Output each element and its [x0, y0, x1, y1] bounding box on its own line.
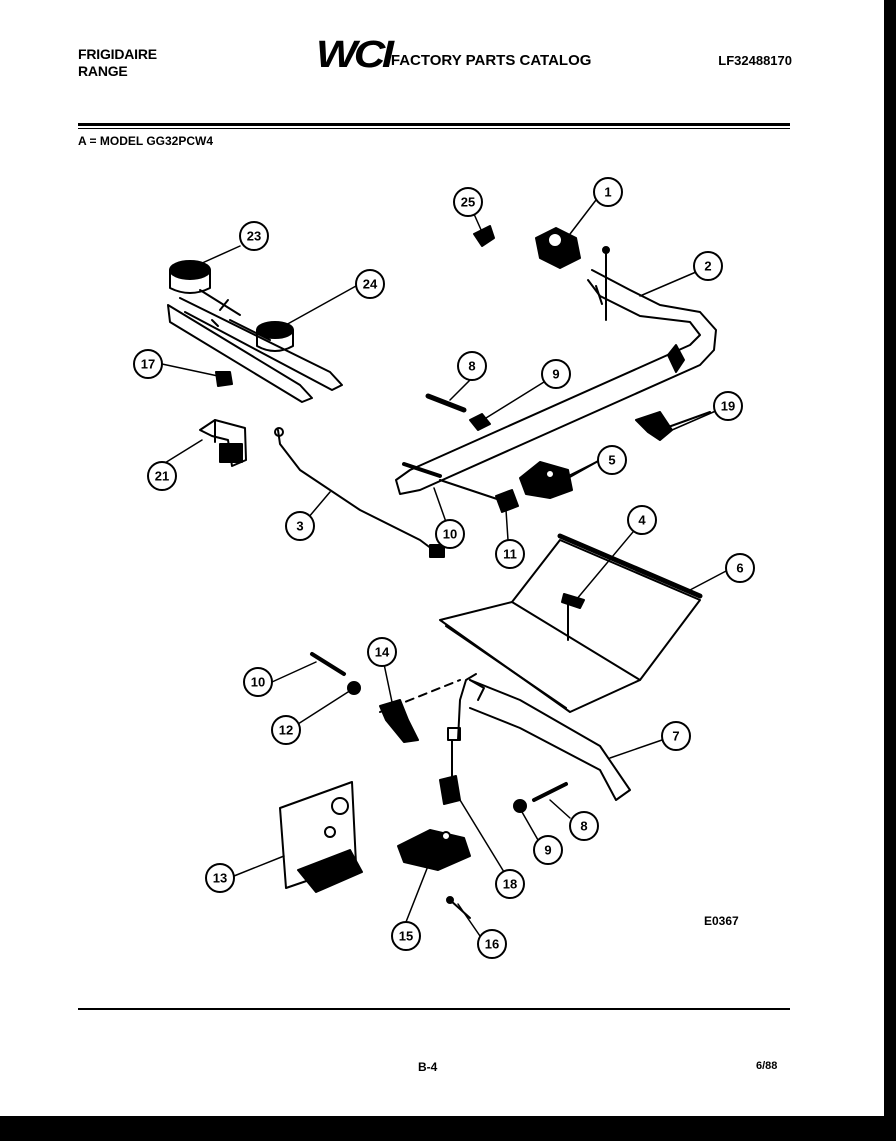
- callout-circles: [133, 177, 755, 959]
- part-25: [473, 225, 495, 247]
- callout-label-7: 7: [672, 729, 679, 744]
- callout-label-21: 21: [155, 469, 169, 484]
- callout-label-8-upper: 8: [468, 359, 475, 374]
- callout-label-17: 17: [141, 357, 155, 372]
- part-18: [439, 727, 461, 805]
- callout-label-9-lower: 9: [544, 843, 551, 858]
- header-rule: [78, 123, 790, 126]
- page-date: 6/88: [756, 1060, 778, 1072]
- callout-13: [205, 863, 235, 893]
- callout-6: [725, 553, 755, 583]
- callout-label-25: 25: [461, 195, 475, 210]
- wci-logo: WCI: [316, 34, 394, 76]
- model-line: A = MODEL GG32PCW4: [78, 134, 214, 148]
- callout-14: [367, 637, 397, 667]
- callout-8-upper: [457, 351, 487, 381]
- part-17: [215, 371, 233, 387]
- callout-label-18: 18: [503, 877, 517, 892]
- part-12: [347, 681, 361, 695]
- callout-21: [147, 461, 177, 491]
- callout-numbers: 1 2 3 4 5 6 7 8 8 9 9 10 10 11 12 13 14 …: [141, 185, 744, 952]
- callout-label-3: 3: [296, 519, 303, 534]
- callout-2: [693, 251, 723, 281]
- callout-9-upper: [541, 359, 571, 389]
- brand-name: FRIGIDAIRE: [78, 46, 157, 62]
- header-rule-thin: [78, 128, 790, 129]
- part-9-upper: [469, 413, 491, 431]
- callout-9-lower: [533, 835, 563, 865]
- callout-label-10-lower: 10: [251, 675, 265, 690]
- callout-4: [627, 505, 657, 535]
- callout-label-6: 6: [736, 561, 743, 576]
- callout-label-16: 16: [485, 937, 499, 952]
- diagram-code: E0367: [704, 914, 739, 928]
- part-6-panel: [439, 533, 703, 713]
- callout-19: [713, 391, 743, 421]
- callout-label-14: 14: [375, 645, 390, 660]
- parts-catalog-page: FRIGIDAIRE RANGE WCI FACTORY PARTS CATAL…: [0, 0, 884, 1116]
- part-21-bracket: [199, 419, 247, 467]
- callout-5: [597, 445, 627, 475]
- callout-10-lower: [243, 667, 273, 697]
- callout-label-23: 23: [247, 229, 261, 244]
- part-1-valve: [535, 227, 581, 269]
- leader-lines: [159, 199, 729, 937]
- callout-17: [133, 349, 163, 379]
- page-number: B-4: [418, 1060, 438, 1074]
- part-2-manifold-pipe: [395, 246, 717, 495]
- callout-label-12: 12: [279, 723, 293, 738]
- part-13-plate: [279, 781, 363, 893]
- top-burner-assembly: [167, 260, 343, 403]
- product-type: RANGE: [78, 63, 128, 79]
- callout-label-2: 2: [704, 259, 711, 274]
- callout-15: [391, 921, 421, 951]
- part-15-valve: [397, 829, 471, 871]
- exploded-parts-diagram: 1 2 3 4 5 6 7 8 8 9 9 10 10 11 12 13 14 …: [133, 177, 755, 959]
- catalog-code: LF32488170: [718, 53, 792, 68]
- callout-label-13: 13: [213, 871, 227, 886]
- callout-label-24: 24: [363, 277, 378, 292]
- callout-25: [453, 187, 483, 217]
- brand-block: FRIGIDAIRE RANGE: [78, 46, 157, 80]
- callout-label-10-upper: 10: [443, 527, 457, 542]
- callout-label-1: 1: [604, 185, 611, 200]
- callout-1: [593, 177, 623, 207]
- part-11-fitting: [439, 479, 519, 513]
- part-5-valve: [519, 459, 601, 499]
- callout-12: [271, 715, 301, 745]
- callout-label-11: 11: [503, 547, 517, 562]
- callout-label-19: 19: [721, 399, 735, 414]
- part-16: [446, 896, 471, 919]
- callout-label-5: 5: [608, 453, 615, 468]
- callout-label-9-upper: 9: [552, 367, 559, 382]
- part-10-upper: [402, 462, 442, 478]
- callout-11: [495, 539, 525, 569]
- part-14: [379, 679, 461, 743]
- callout-label-15: 15: [399, 929, 413, 944]
- callout-16: [477, 929, 507, 959]
- callout-3: [285, 511, 315, 541]
- callout-18: [495, 869, 525, 899]
- part-4-clip: [561, 593, 585, 609]
- catalog-title: FACTORY PARTS CATALOG: [390, 52, 592, 69]
- part-9-lower: [513, 799, 527, 813]
- part-7-bracket: [457, 673, 631, 801]
- callout-24: [355, 269, 385, 299]
- callout-7: [661, 721, 691, 751]
- part-3-tube: [274, 427, 445, 558]
- part-19: [635, 411, 711, 441]
- callout-23: [239, 221, 269, 251]
- footer-rule: [78, 1008, 790, 1010]
- callout-label-4: 4: [638, 513, 646, 528]
- part-10-lower: [310, 652, 346, 676]
- catalog-header: WCI FACTORY PARTS CATALOG: [316, 34, 592, 76]
- callout-label-8-lower: 8: [580, 819, 587, 834]
- callout-10-upper: [435, 519, 465, 549]
- part-8-upper: [425, 393, 467, 413]
- part-8-lower: [532, 782, 568, 802]
- callout-8-lower: [569, 811, 599, 841]
